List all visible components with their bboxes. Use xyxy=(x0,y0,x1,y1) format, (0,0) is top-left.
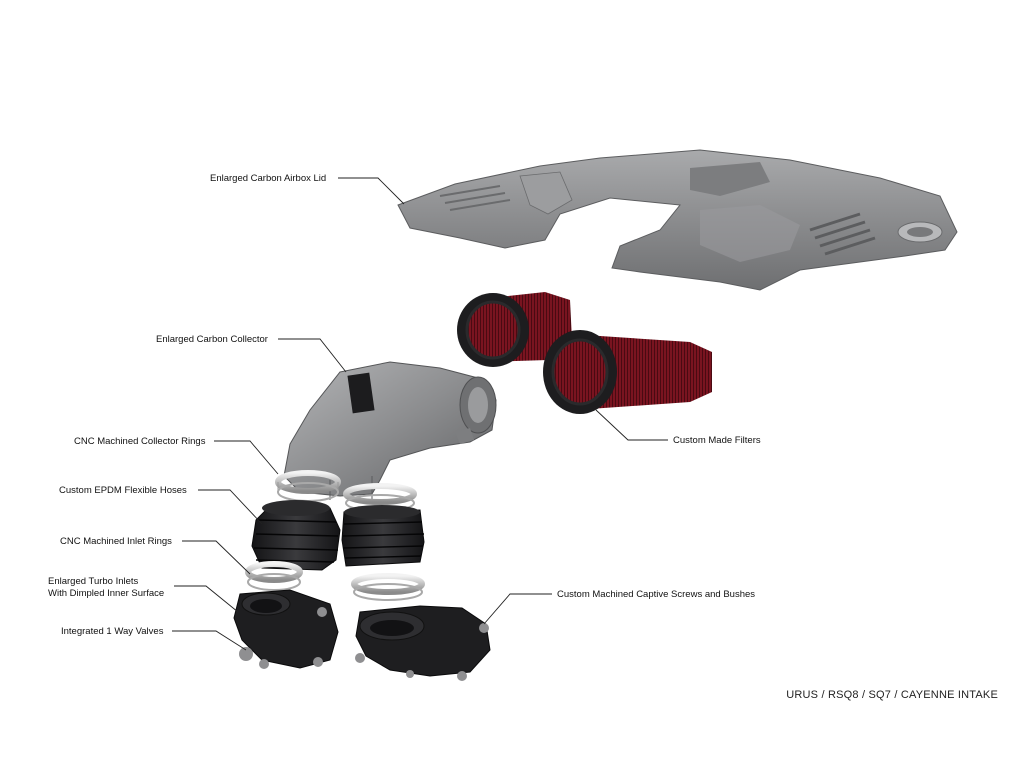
leader-valves xyxy=(172,630,247,651)
turbo-inlet-right-part xyxy=(355,605,491,681)
leader-inlet-rings xyxy=(182,540,251,575)
label-hoses: Custom EPDM Flexible Hoses xyxy=(59,485,187,496)
label-valves: Integrated 1 Way Valves xyxy=(61,626,164,637)
leader-filters xyxy=(595,409,668,441)
airbox-lid-part xyxy=(397,149,958,291)
label-screws: Custom Machined Captive Screws and Bushe… xyxy=(557,589,756,600)
hoses-part xyxy=(251,500,425,571)
turbo-inlet-left-part xyxy=(233,589,339,669)
filter-part-front xyxy=(543,330,712,414)
label-airbox-lid: Enlarged Carbon Airbox Lid xyxy=(210,173,327,184)
label-turbo-inlets-line1: Enlarged Turbo Inlets xyxy=(48,576,139,587)
leader-collector xyxy=(278,338,347,373)
label-collector: Enlarged Carbon Collector xyxy=(156,334,268,345)
leader-airbox-lid xyxy=(338,177,405,205)
label-turbo-inlets-line2: With Dimpled Inner Surface xyxy=(48,588,165,599)
label-collector-rings: CNC Machined Collector Rings xyxy=(74,436,206,447)
label-inlet-rings: CNC Machined Inlet Rings xyxy=(60,536,172,547)
leader-turbo-inlets xyxy=(174,585,239,613)
leader-hoses xyxy=(198,489,263,525)
footer-title: URUS / RSQ8 / SQ7 / CAYENNE INTAKE xyxy=(786,689,998,701)
leader-collector-rings xyxy=(214,440,279,475)
label-filters: Custom Made Filters xyxy=(673,435,761,446)
leader-lines xyxy=(172,177,668,651)
leader-screws xyxy=(483,593,552,625)
filter-part-rear xyxy=(457,292,572,367)
collector-part xyxy=(283,361,497,500)
